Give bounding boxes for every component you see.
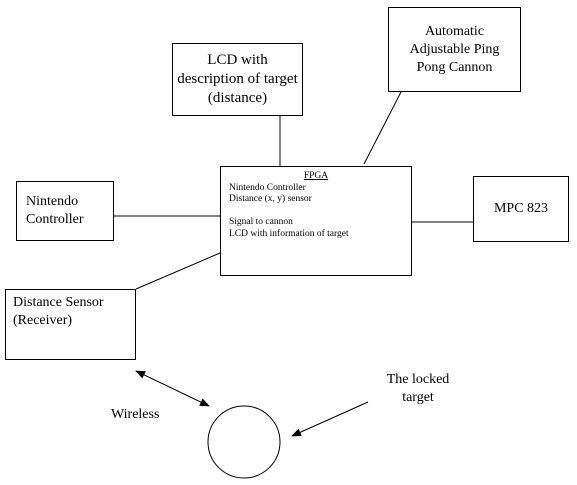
target-arrow (291, 401, 369, 437)
wireless-label: Wireless (111, 407, 160, 422)
wireless-arrow (135, 370, 210, 407)
line-cannon-fpga (363, 91, 402, 165)
fpga-title: FPGA (303, 171, 329, 181)
fpga-line: Nintendo Controller (229, 182, 306, 193)
locked-target-label: The locked target (386, 372, 450, 405)
nintendo-box-text: Nintendo Controller (26, 194, 84, 227)
fpga-line: LCD with information of target (229, 228, 349, 239)
fpga-line (229, 206, 411, 218)
nintendo-box: Nintendo Controller (16, 181, 114, 241)
cannon-box-text: Automatic Adjustable Ping Pong Cannon (409, 23, 500, 75)
mpc-box-text: MPC 823 (493, 201, 549, 216)
lcd-box: LCD with description of target (distance… (172, 43, 303, 116)
line-sensor-fpga (135, 252, 221, 290)
fpga-box: FPGA Nintendo Controller Distance (x, y)… (220, 166, 412, 276)
target-circle (207, 405, 281, 479)
sensor-box: Distance Sensor (Receiver) (5, 289, 136, 360)
lcd-box-text: LCD with description of target (distance… (177, 52, 298, 106)
fpga-line: Signal to cannon (229, 217, 293, 227)
fpga-line: Distance (x, y) sensor (229, 194, 312, 204)
mpc-box: MPC 823 (473, 176, 569, 242)
cannon-box: Automatic Adjustable Ping Pong Cannon (388, 7, 521, 92)
sensor-box-text: Distance Sensor (Receiver) (13, 295, 104, 328)
